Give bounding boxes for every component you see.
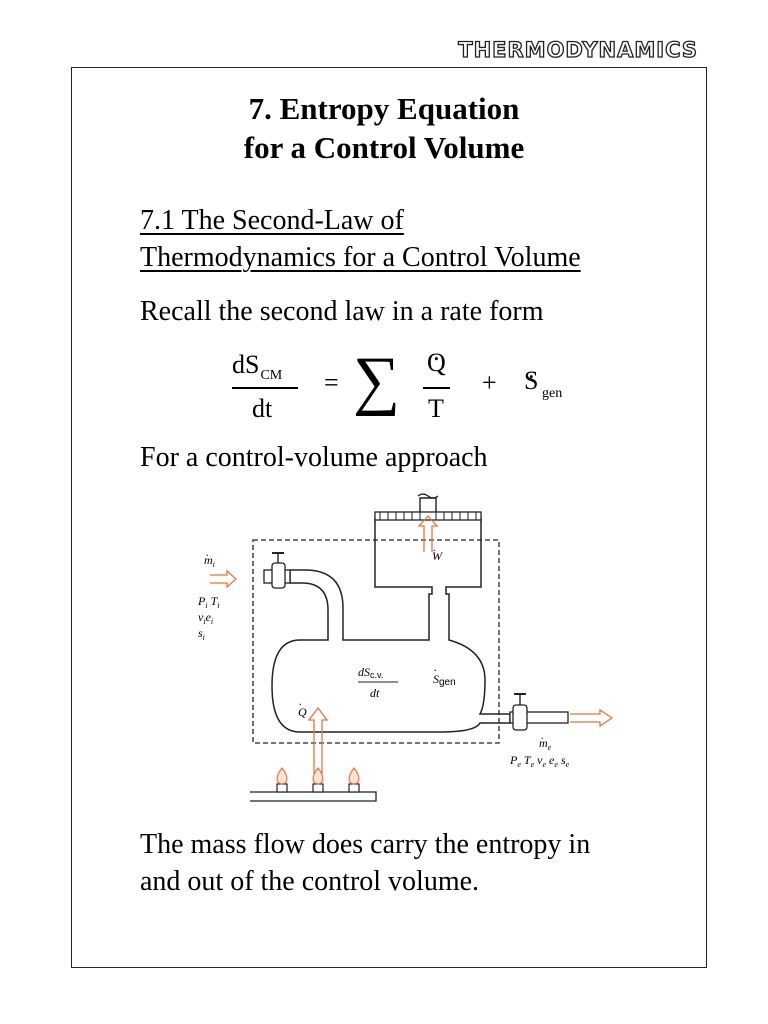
- heat-label: Q: [298, 705, 307, 719]
- second-law-equation: dSCM dt = ∑ Q T + S gen: [220, 340, 600, 430]
- flame-icon: [312, 767, 324, 785]
- tank-outline: [271, 517, 511, 733]
- inlet-properties-row-3: si: [198, 626, 205, 642]
- eq-temperature: T: [428, 394, 444, 423]
- piston-rod-break: [417, 493, 439, 499]
- body-text-recall: Recall the second law in a rate form: [140, 296, 544, 327]
- exit-properties: Pe Te ve ee se: [509, 753, 570, 769]
- control-volume-boundary: [252, 539, 500, 744]
- exit-pipe: [509, 711, 569, 724]
- piston-hatching: [379, 512, 477, 520]
- burner-nozzle-1: [276, 783, 288, 793]
- slide-title-line-2: for a Control Volume: [243, 130, 525, 165]
- exit-mass-flow-dot: .: [541, 728, 544, 742]
- generation-term: Sgen: [433, 672, 456, 688]
- exit-arrow: [570, 708, 614, 728]
- exit-mass-flow: me: [539, 736, 552, 752]
- storage-term-numerator: dSc.v.: [358, 665, 383, 680]
- burner-nozzle-2: [312, 783, 324, 793]
- slide-frame: [71, 67, 707, 968]
- inlet-arrow: [210, 569, 237, 589]
- exit-valve: [512, 704, 528, 731]
- body-text-conclusion-line-1: The mass flow does carry the entropy in: [140, 829, 591, 860]
- eq-entropy-generation: S: [524, 368, 538, 394]
- control-volume-diagram: W . mi . Pi Ti viei si dSc.v. dt Sgen . …: [197, 493, 614, 802]
- section-heading-line-1: 7.1 The Second-Law of: [140, 205, 404, 236]
- storage-term-denominator: dt: [370, 686, 380, 700]
- inlet-properties-row-1: Pi Ti: [197, 594, 220, 610]
- work-dot: .: [433, 540, 436, 554]
- slide-title-line-1: 7. Entropy Equation: [248, 91, 520, 126]
- eq-gen-subscript: gen: [542, 386, 563, 401]
- eq-plus: +: [482, 368, 497, 397]
- flame-icon: [348, 767, 360, 785]
- work-arrow: [417, 515, 439, 552]
- body-text-approach: For a control-volume approach: [140, 442, 488, 473]
- work-label: W: [432, 549, 443, 563]
- eq-lhs-fraction-bar: [232, 387, 298, 389]
- burner-pipe: [250, 791, 377, 802]
- header-label: THERMODYNAMICS: [458, 38, 698, 62]
- eq-rhs-fraction-bar: [423, 387, 450, 389]
- heat-dot: .: [299, 694, 302, 708]
- eq-lhs-denominator: dt: [252, 394, 273, 423]
- heat-arrow: [307, 706, 329, 774]
- eq-heat-rate: Q: [427, 350, 446, 376]
- flame-icon: [276, 767, 288, 785]
- eq-lhs-numerator: dSCM: [232, 350, 283, 383]
- eq-equals: =: [324, 368, 339, 397]
- inlet-valve: [271, 562, 286, 589]
- burner-nozzle-3: [348, 783, 360, 793]
- section-heading-line-2: Thermodynamics for a Control Volume: [140, 242, 581, 273]
- piston-rod: [419, 497, 437, 512]
- inlet-mass-flow-dot: .: [206, 545, 209, 559]
- inlet-properties-row-2: viei: [198, 610, 213, 626]
- inlet-mass-flow: mi: [204, 553, 215, 569]
- body-text-conclusion-line-2: and out of the control volume.: [140, 866, 480, 897]
- generation-term-dot: .: [434, 660, 437, 674]
- burner-assembly: [250, 767, 377, 802]
- eq-sum-symbol: ∑: [353, 344, 401, 417]
